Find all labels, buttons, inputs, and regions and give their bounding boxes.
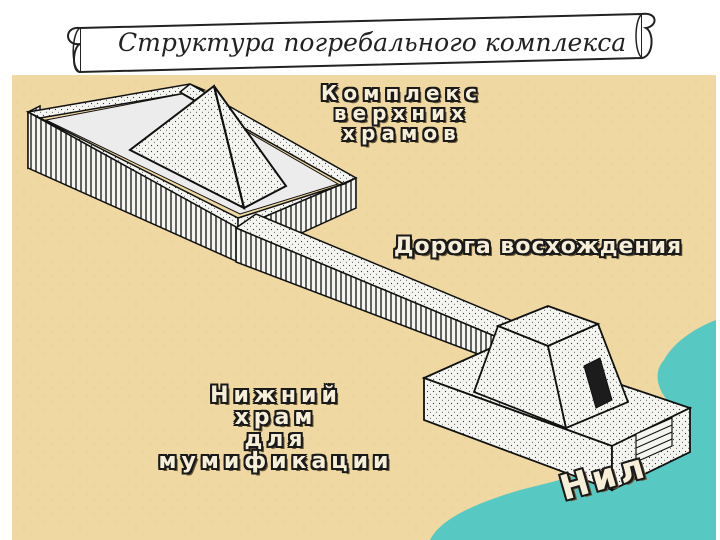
label-lower-line-2: храм [120, 407, 432, 429]
label-causeway: Дорога восхождения [368, 234, 708, 259]
label-upper-line-3: храмов [282, 123, 522, 143]
label-lower-line-1: Нижний [120, 385, 432, 407]
label-upper-line-1: Комплекс [282, 83, 522, 103]
label-lower-line-4: мумификации [120, 451, 432, 473]
label-lower-temple: Нижний храм для мумификации [120, 385, 432, 473]
label-lower-line-3: для [120, 429, 432, 451]
label-upper-temples: Комплекс верхних храмов [282, 83, 522, 143]
label-upper-line-2: верхних [282, 103, 522, 123]
